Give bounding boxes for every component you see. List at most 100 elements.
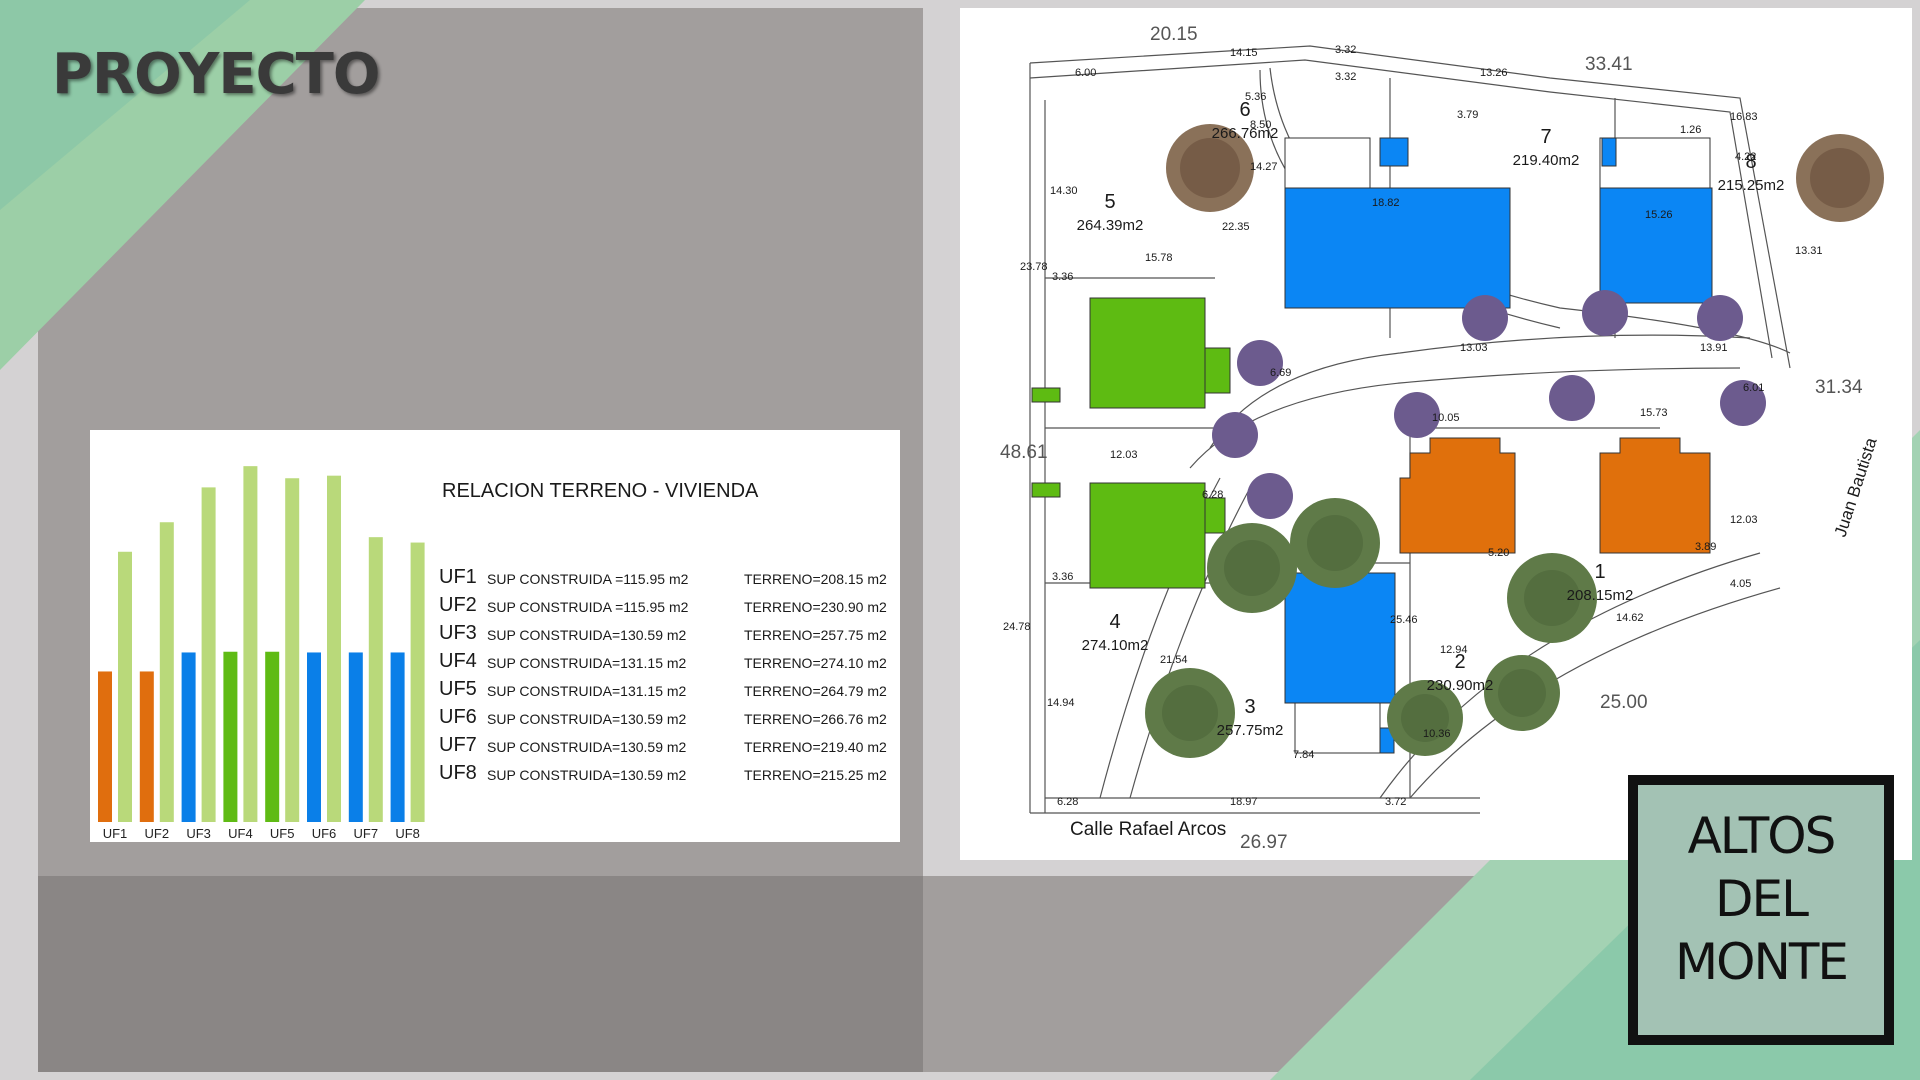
bar-uf7-series-2	[368, 537, 383, 822]
lot-1-area: 208.15m2	[1567, 587, 1634, 604]
trees	[1145, 124, 1884, 758]
lot-4-number: 4	[1109, 611, 1120, 633]
dimension-label: 15.26	[1645, 209, 1673, 221]
legend-row: UF7 SUP CONSTRUIDA=130.59 m2 TERRENO=219.4…	[439, 734, 894, 760]
lot-2-number: 2	[1454, 651, 1465, 673]
left-panel-bottom-band	[38, 876, 923, 1072]
lot-1-number: 1	[1594, 561, 1605, 583]
dimension-label: 3.32	[1335, 71, 1356, 83]
dimension-label: 3.72	[1385, 796, 1406, 808]
bar-uf2-series-1	[139, 671, 154, 822]
x-tick-label: UF8	[395, 826, 420, 841]
dimension-label: 5.36	[1245, 91, 1266, 103]
bar-uf7-series-1	[348, 652, 363, 822]
bar-uf6-series-1	[307, 652, 321, 822]
lot-2-area: 230.90m2	[1427, 677, 1494, 694]
dimension-label: 3.36	[1052, 571, 1073, 583]
dimension-label: 13.03	[1460, 342, 1488, 354]
top-left-accent-shade	[0, 0, 250, 210]
dimension-label: 7.84	[1293, 749, 1314, 761]
dimension-label: 26.97	[1240, 832, 1288, 853]
x-tick-label: UF4	[228, 826, 253, 841]
legend-row: UF3 SUP CONSTRUIDA=130.59 m2 TERRENO=257.7…	[439, 622, 894, 648]
legend-row: UF8 SUP CONSTRUIDA=130.59 m2 TERRENO=215.2…	[439, 762, 894, 788]
dimension-label: 48.61	[1000, 442, 1048, 463]
legend-uf-code: UF7	[439, 734, 477, 756]
bar-uf4-series-1	[223, 651, 238, 822]
legend-sup-construida: SUP CONSTRUIDA =115.95 m2	[487, 599, 689, 615]
dimension-label: 33.41	[1585, 54, 1633, 75]
legend-uf-code: UF2	[439, 594, 477, 616]
lot-3-area: 257.75m2	[1217, 722, 1284, 739]
dimension-label: 6.01	[1743, 382, 1764, 394]
legend-uf-code: UF4	[439, 650, 477, 672]
dimension-label: 3.32	[1335, 44, 1356, 56]
bar-uf4-series-2	[243, 466, 258, 822]
lot-8-area: 215.25m2	[1718, 177, 1785, 194]
dimension-label: 13.31	[1795, 245, 1823, 257]
lot-6-number: 6	[1239, 99, 1250, 121]
brand-line-3: MONTE	[1674, 933, 1849, 991]
dimension-label: 18.82	[1372, 197, 1400, 209]
bar-uf3-series-2	[201, 487, 216, 822]
legend-sup-construida: SUP CONSTRUIDA=131.15 m2	[487, 655, 687, 671]
dimension-label: 20.15	[1150, 24, 1198, 45]
dimension-label: 14.94	[1047, 697, 1075, 709]
legend-terreno: TERRENO=215.25 m2	[744, 767, 887, 783]
lot-6-area: 266.76m2	[1212, 125, 1279, 142]
brand-line-2: DEL	[1715, 870, 1809, 928]
brand-logo: ALTOS DEL MONTE	[1628, 775, 1894, 1045]
houses	[1031, 137, 1713, 754]
dimension-label: 3.89	[1695, 541, 1716, 553]
x-tick-label: UF1	[103, 826, 128, 841]
x-tick-label: UF5	[270, 826, 295, 841]
legend-row: UF4 SUP CONSTRUIDA=131.15 m2 TERRENO=274.1…	[439, 650, 894, 676]
dimension-label: 18.97	[1230, 796, 1258, 808]
dimension-label: 14.27	[1250, 161, 1278, 173]
legend-sup-construida: SUP CONSTRUIDA=130.59 m2	[487, 711, 687, 727]
legend-terreno: TERRENO=264.79 m2	[744, 683, 887, 699]
dimension-label: 10.05	[1432, 412, 1460, 424]
dimension-label: 6.69	[1270, 367, 1291, 379]
legend-sup-construida: SUP CONSTRUIDA =115.95 m2	[487, 571, 689, 587]
lot-7-area: 219.40m2	[1513, 152, 1580, 169]
dimension-label: 6.28	[1057, 796, 1078, 808]
x-tick-label: UF3	[186, 826, 211, 841]
bar-uf5-series-1	[265, 651, 280, 822]
brand-line-1: ALTOS	[1687, 807, 1837, 865]
dimension-label: 22.35	[1222, 221, 1250, 233]
legend-uf-code: UF3	[439, 622, 477, 644]
dimension-label: 21.54	[1160, 654, 1188, 666]
dimension-label: 31.34	[1815, 377, 1863, 398]
dimension-label: 25.46	[1390, 614, 1418, 626]
dimension-label: 13.26	[1480, 67, 1508, 79]
legend-terreno: TERRENO=219.40 m2	[744, 739, 887, 755]
legend-terreno: TERRENO=274.10 m2	[744, 655, 887, 671]
dimension-label: 4.05	[1730, 578, 1751, 590]
legend-sup-construida: SUP CONSTRUIDA=130.59 m2	[487, 739, 687, 755]
dimension-label: 12.03	[1730, 514, 1758, 526]
bar-uf2-series-2	[159, 522, 174, 822]
legend-sup-construida: SUP CONSTRUIDA=130.59 m2	[487, 767, 687, 783]
legend-terreno: TERRENO=230.90 m2	[744, 599, 887, 615]
lot-4-area: 274.10m2	[1082, 637, 1149, 654]
dimension-label: 24.78	[1003, 621, 1031, 633]
legend-uf-code: UF8	[439, 762, 477, 784]
dimension-label: 12.03	[1110, 449, 1138, 461]
legend-uf-code: UF1	[439, 566, 477, 588]
dimension-label: 4.22	[1735, 151, 1756, 163]
bar-uf8-series-1	[390, 652, 405, 822]
dimension-label: 15.73	[1640, 407, 1668, 419]
lot-3-number: 3	[1244, 696, 1255, 718]
legend-sup-construida: SUP CONSTRUIDA=131.15 m2	[487, 683, 687, 699]
legend-sup-construida: SUP CONSTRUIDA=130.59 m2	[487, 627, 687, 643]
slide-title: PROYECTO	[52, 42, 380, 107]
x-tick-label: UF7	[354, 826, 379, 841]
legend-terreno: TERRENO=257.75 m2	[744, 627, 887, 643]
bar-uf3-series-1	[181, 652, 196, 822]
bar-uf1-series-1	[98, 671, 112, 822]
dimension-label: 10.36	[1423, 728, 1451, 740]
legend-terreno: TERRENO=208.15 m2	[744, 571, 887, 587]
legend-uf-code: UF6	[439, 706, 477, 728]
